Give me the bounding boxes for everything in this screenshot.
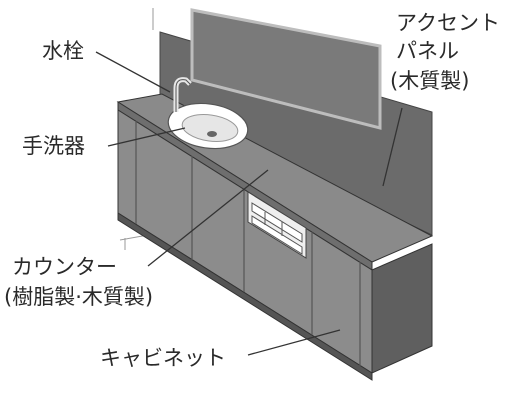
shelf-trays <box>251 202 303 255</box>
mirror <box>190 8 382 130</box>
label-accent-panel-line3: (木質製) <box>390 69 470 93</box>
label-hand-basin: 手洗器 <box>22 134 85 158</box>
label-cabinet: キャビネット <box>100 346 226 370</box>
label-counter-line2: (樹脂製·木質製) <box>4 285 154 309</box>
basin-bowl <box>181 114 239 142</box>
leader-lines <box>95 51 403 356</box>
label-faucet: 水栓 <box>42 39 84 63</box>
label-accent-panel-line1: アクセント <box>396 11 500 35</box>
drain <box>207 131 217 137</box>
cabinet-door-lines <box>135 121 361 366</box>
label-accent-panel-line2: パネル <box>396 39 459 63</box>
label-counter-line1: カウンター <box>12 255 117 279</box>
cabinet-side <box>371 243 433 374</box>
